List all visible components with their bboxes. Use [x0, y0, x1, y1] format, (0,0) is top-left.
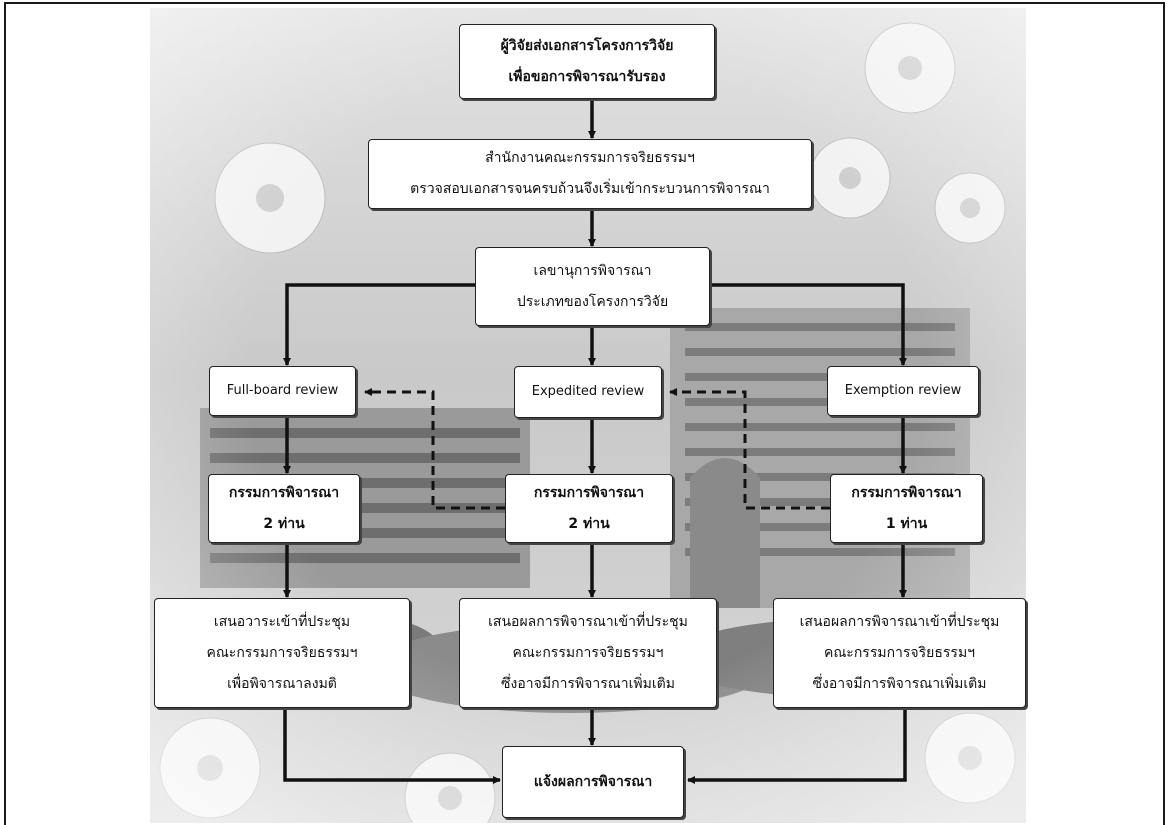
submit-line-2: เพื่อขอการพิจารณารับรอง [508, 68, 666, 85]
office-line-2: ตรวจสอบเอกสารจนครบถ้วนจึงเริ่มเข้ากระบวน… [410, 181, 770, 197]
ethics-office-box: สำนักงานคณะกรรมการจริยธรรมฯ ตรวจสอบเอกสา… [368, 139, 812, 209]
exemption-label: Exemption review [844, 383, 962, 398]
exm-agenda-line-3: ซึ่งอาจมีการพิจารณาเพิ่มเติม [812, 675, 987, 692]
full-agenda-line-2: คณะกรรมการจริยธรรมฯ [206, 644, 358, 661]
exp-reviewers-line-2: 2 ท่าน [568, 515, 610, 532]
submit-line-1: ผู้วิจัยส่งเอกสารโครงการวิจัย [500, 37, 674, 54]
full-reviewers-line-2: 2 ท่าน [263, 515, 305, 532]
expedited-agenda-box: เสนอผลการพิจารณาเข้าที่ประชุม คณะกรรมการ… [459, 598, 717, 708]
exp-agenda-line-2: คณะกรรมการจริยธรรมฯ [512, 644, 664, 661]
exp-agenda-line-3: ซึ่งอาจมีการพิจารณาเพิ่มเติม [501, 675, 675, 692]
full-agenda-line-1: เสนอวาระเข้าที่ประชุม [213, 613, 351, 630]
notify-result-box: แจ้งผลการพิจารณา [502, 746, 684, 818]
exm-agenda-line-2: คณะกรรมการจริยธรรมฯ [823, 644, 976, 661]
full-board-label: Full-board review [226, 383, 339, 398]
exm-reviewers-line-1: กรรมการพิจารณา [851, 484, 962, 501]
exemption-review-box: Exemption review [827, 366, 979, 416]
secretary-line-1: เลขานุการพิจารณา [533, 262, 652, 279]
exemption-agenda-box: เสนอผลการพิจารณาเข้าที่ประชุม คณะกรรมการ… [773, 598, 1026, 708]
secretary-line-2: ประเภทของโครงการวิจัย [516, 293, 669, 310]
submit-documents-box: ผู้วิจัยส่งเอกสารโครงการวิจัย เพื่อขอการ… [459, 24, 715, 99]
exp-reviewers-line-1: กรรมการพิจารณา [533, 484, 645, 501]
full-board-review-box: Full-board review [209, 366, 356, 416]
exemption-reviewers-box: กรรมการพิจารณา 1 ท่าน [830, 474, 983, 543]
notify-label: แจ้งผลการพิจารณา [533, 773, 653, 790]
exm-reviewers-line-2: 1 ท่าน [885, 515, 928, 532]
full-board-agenda-box: เสนอวาระเข้าที่ประชุม คณะกรรมการจริยธรรม… [154, 598, 410, 708]
exp-agenda-line-1: เสนอผลการพิจารณาเข้าที่ประชุม [488, 613, 688, 630]
full-agenda-line-3: เพื่อพิจารณาลงมติ [227, 675, 337, 692]
expedited-reviewers-box: กรรมการพิจารณา 2 ท่าน [505, 474, 673, 543]
full-reviewers-line-1: กรรมการพิจารณา [228, 484, 340, 501]
expedited-review-box: Expedited review [514, 366, 662, 418]
secretary-classify-box: เลขานุการพิจารณา ประเภทของโครงการวิจัย [475, 247, 710, 326]
outer-frame [4, 2, 1165, 825]
expedited-label: Expedited review [531, 384, 645, 399]
full-board-reviewers-box: กรรมการพิจารณา 2 ท่าน [208, 474, 360, 543]
office-line-1: สำนักงานคณะกรรมการจริยธรรมฯ [485, 150, 695, 166]
exm-agenda-line-1: เสนอผลการพิจารณาเข้าที่ประชุม [799, 613, 1000, 630]
